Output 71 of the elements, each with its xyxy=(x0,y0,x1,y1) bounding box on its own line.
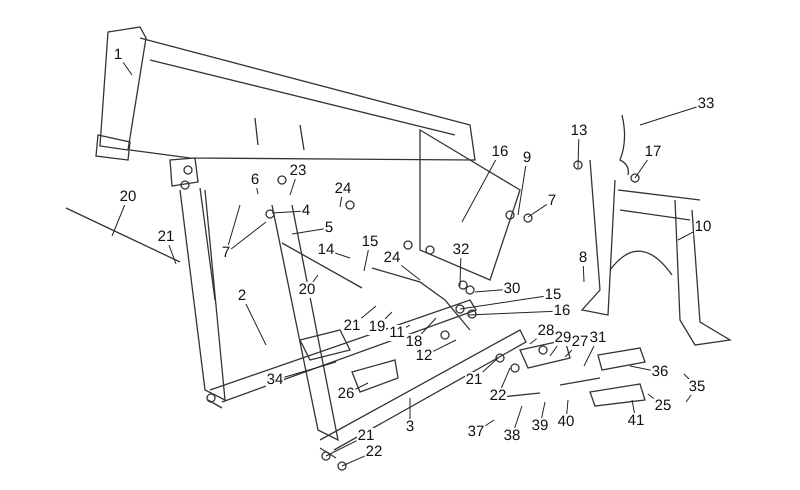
leader-line xyxy=(530,338,538,344)
leader-line xyxy=(342,456,366,466)
leader-line xyxy=(460,296,544,310)
leader-line xyxy=(256,188,258,194)
leader-line xyxy=(514,406,522,428)
leader-line xyxy=(541,402,546,418)
leader-line xyxy=(272,210,302,214)
callout-number: 6 xyxy=(250,172,260,188)
leader-line xyxy=(405,324,410,328)
leader-line xyxy=(245,304,266,346)
leader-line xyxy=(284,362,336,378)
leader-line xyxy=(340,196,342,208)
leader-line xyxy=(648,394,654,400)
callout-number: 10 xyxy=(694,219,712,235)
leader-line xyxy=(630,366,652,371)
leader-line xyxy=(550,346,558,356)
leader-line xyxy=(360,306,376,319)
leader-line xyxy=(578,138,580,168)
callout-number: 23 xyxy=(288,163,308,179)
leader-line xyxy=(354,382,368,390)
leader-line xyxy=(500,368,510,388)
callout-number: 24 xyxy=(334,181,352,197)
callout-number: 1 xyxy=(112,47,124,63)
leader-line xyxy=(684,374,690,380)
leader-line xyxy=(420,318,436,334)
leader-line xyxy=(228,204,240,246)
leader-line xyxy=(112,204,126,236)
leader-line xyxy=(384,312,392,320)
callout-number: 19 xyxy=(368,319,386,335)
leader-line xyxy=(482,358,498,372)
callout-number: 15 xyxy=(360,234,380,250)
leader-line xyxy=(564,350,572,358)
callout-number: 2 xyxy=(236,288,248,304)
leader-line xyxy=(678,231,694,240)
leader-line xyxy=(326,440,358,456)
callout-number: 11 xyxy=(388,325,406,341)
leader-line xyxy=(566,400,568,414)
leader-line xyxy=(460,258,462,286)
callout-number: 21 xyxy=(156,229,176,245)
callout-number: 20 xyxy=(118,189,138,205)
callout-number: 9 xyxy=(522,150,532,166)
leader-line xyxy=(584,346,594,366)
leader-line xyxy=(474,289,504,292)
leader-line xyxy=(634,160,648,178)
leader-line xyxy=(686,394,692,402)
callout-number: 16 xyxy=(490,144,510,160)
callout-number: 20 xyxy=(298,282,316,298)
leader-line xyxy=(468,310,554,316)
leader-line xyxy=(528,204,548,218)
leader-line xyxy=(462,160,496,222)
leader-line xyxy=(312,274,318,282)
leader-line xyxy=(290,178,296,196)
leader-line xyxy=(518,166,526,216)
leader-line xyxy=(640,106,698,126)
leader-line xyxy=(582,266,584,282)
leader-line xyxy=(364,250,369,272)
leader-line xyxy=(334,252,350,258)
callout-number: 35 xyxy=(688,379,706,395)
leader-line xyxy=(484,420,494,426)
callout-number: 27 xyxy=(570,334,590,350)
callout-number: 17 xyxy=(644,144,662,160)
callout-number: 31 xyxy=(588,330,608,346)
leader-line xyxy=(432,340,456,352)
leader-line xyxy=(168,244,176,264)
callout-number: 29 xyxy=(554,330,572,346)
leader-line xyxy=(122,62,132,76)
leader-line xyxy=(632,400,635,414)
leader-line xyxy=(292,228,324,234)
leader-line xyxy=(230,222,266,250)
leader-line xyxy=(400,264,420,280)
callout-number: 34 xyxy=(266,372,284,388)
